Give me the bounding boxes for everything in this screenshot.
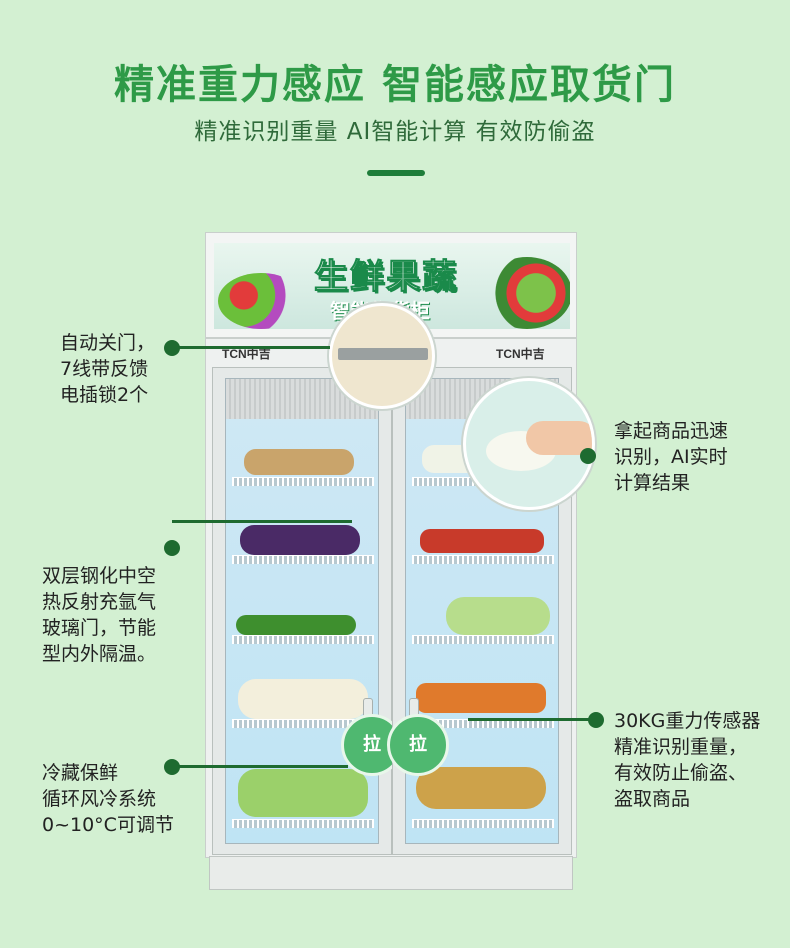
left-door[interactable]: 拉 [212,367,403,855]
title-divider [367,170,425,176]
callout-dot [580,448,596,464]
fridge-base [209,856,573,890]
vegetable-graphic-right [482,257,570,329]
left-door-glass [225,378,379,844]
callout-line [468,718,590,721]
cabbage-purple [240,525,360,555]
carrots [416,683,546,713]
potatoes [244,449,354,475]
shelf [232,477,374,486]
callout-dot [588,712,604,728]
shelf [412,555,554,564]
brand-logo-left: TCN中吉 [222,347,271,361]
header-title: 生鲜果蔬 [314,257,458,298]
cabbage-green [446,597,550,635]
shelf [412,819,554,828]
fridge-header: 生鲜果蔬 智能售货柜 [205,232,577,338]
page-subtitle: 精准识别重量 AI智能计算 有效防偷盗 [194,119,596,145]
callout-line [172,520,352,523]
shelf [232,819,374,828]
hand [526,421,592,455]
right-pull-badge[interactable]: 拉 [387,714,449,776]
hand-pickup-zoom-circle [463,378,595,510]
peppers [420,529,544,553]
shelf [232,719,374,728]
callout-door-lock: 自动关门， 7线带反馈 电插锁2个 [60,332,156,406]
callout-line [172,346,330,349]
electric-lock [338,348,428,360]
callout-glass: 双层钢化中空 热反射充氩气 玻璃门，节能 型内外隔温。 [42,565,157,665]
callout-ai-recognition: 拿起商品迅速 识别，AI实时 计算结果 [614,420,729,494]
right-door[interactable]: 拉 [387,367,572,855]
callout-cooling: 冷藏保鲜 循环风冷系统 0~10°C可调节 [42,762,174,836]
cauliflower [238,679,368,719]
callout-dot [164,540,180,556]
page-title: 精准重力感应 智能感应取货门 [114,62,676,108]
callout-line [172,765,348,768]
vegetable-graphic-left [218,273,304,329]
lock-zoom-circle [329,303,435,409]
melons [416,767,546,809]
bok-choy [238,769,368,817]
callout-weight-sensor: 30KG重力传感器 精准识别重量， 有效防止偷盗、 盗取商品 [614,710,761,810]
shelf [232,555,374,564]
shelf [232,635,374,644]
shelf [412,635,554,644]
brand-logo-right: TCN中吉 [496,347,545,361]
green-beans [236,615,356,635]
